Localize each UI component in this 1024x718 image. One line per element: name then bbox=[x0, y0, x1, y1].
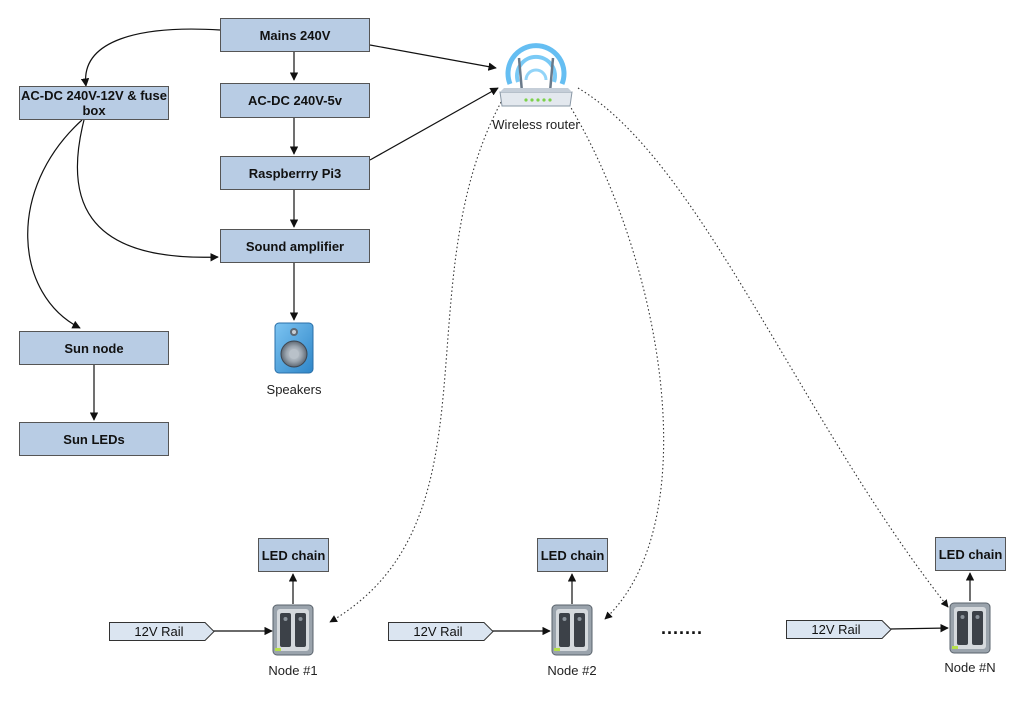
edge-rpi-router bbox=[369, 87, 499, 161]
rail-1: 12V Rail bbox=[109, 622, 215, 641]
rail-1-label: 12V Rail bbox=[134, 624, 184, 639]
rail-2-label: 12V Rail bbox=[413, 624, 463, 639]
edge-mains-acdc12 bbox=[80, 28, 221, 87]
acdc-5v-box: AC-DC 240V-5v bbox=[220, 83, 370, 118]
edge-router-nodeN bbox=[577, 87, 949, 608]
led-chain-box-1: LED chain bbox=[258, 538, 329, 572]
node-1-label: Node #1 bbox=[268, 663, 318, 678]
led-chain-box-2: LED chain bbox=[537, 538, 608, 572]
router-label: Wireless router bbox=[492, 117, 580, 132]
sound-amplifier-box: Sound amplifier bbox=[220, 229, 370, 263]
led-chain-box-n: LED chain bbox=[935, 537, 1006, 571]
edge-router-node1 bbox=[329, 94, 506, 623]
mains-box: Mains 240V bbox=[220, 18, 370, 52]
edge-acdc12-sunnode bbox=[27, 119, 83, 329]
wireless-router-icon bbox=[496, 36, 576, 112]
node-n-icon bbox=[949, 602, 991, 654]
sun-leds-box: Sun LEDs bbox=[19, 422, 169, 456]
raspberry-pi-box: Raspberrry Pi3 bbox=[220, 156, 370, 190]
edge-acdc12-amp bbox=[76, 119, 219, 262]
speaker-icon bbox=[274, 322, 314, 374]
edge-mains-router bbox=[369, 44, 497, 71]
acdc-12v-box: AC-DC 240V-12V & fuse box bbox=[19, 86, 169, 120]
edge-railN-nodeN bbox=[889, 623, 949, 633]
speakers-label: Speakers bbox=[266, 382, 322, 397]
rail-n: 12V Rail bbox=[786, 620, 892, 639]
rail-2: 12V Rail bbox=[388, 622, 494, 641]
more-nodes-ellipsis: ....... bbox=[661, 618, 704, 638]
rail-n-label: 12V Rail bbox=[811, 622, 861, 637]
node-2-label: Node #2 bbox=[547, 663, 597, 678]
node-2-icon bbox=[551, 604, 593, 656]
sun-node-box: Sun node bbox=[19, 331, 169, 365]
node-1-icon bbox=[272, 604, 314, 656]
node-n-label: Node #N bbox=[944, 660, 996, 675]
